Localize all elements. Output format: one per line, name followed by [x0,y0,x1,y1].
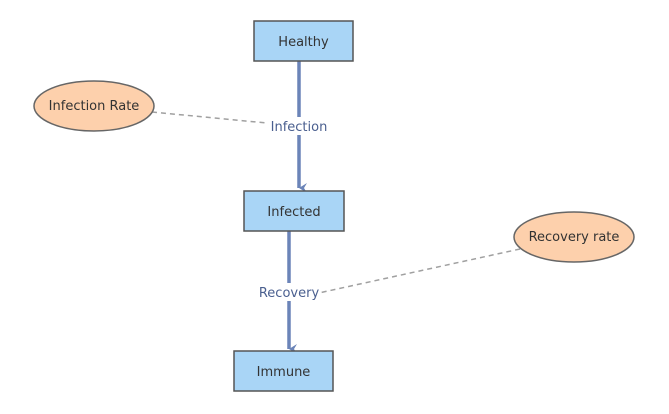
recovery-flow-label[interactable]: Recovery [259,286,320,301]
immune-stock-label: Immune [257,365,311,380]
healthy-stock-label: Healthy [278,35,329,50]
infection-label-bg [268,117,330,135]
recovery-rate-variable[interactable]: Recovery rate [513,211,635,263]
immune-stock[interactable]: Immune [233,350,334,392]
recovery-rate-link [304,248,521,297]
infection-rate-link [151,111,299,127]
healthy-stock[interactable]: Healthy [253,20,354,62]
infected-stock-label: Infected [267,205,320,220]
infection-rate-label: Infection Rate [49,99,140,114]
infection-flow-label[interactable]: Infection [271,120,328,135]
infection-rate-variable[interactable]: Infection Rate [33,80,155,132]
infected-stock[interactable]: Infected [243,190,345,232]
recovery-rate-label: Recovery rate [529,230,620,245]
recovery-label-bg [258,283,320,301]
